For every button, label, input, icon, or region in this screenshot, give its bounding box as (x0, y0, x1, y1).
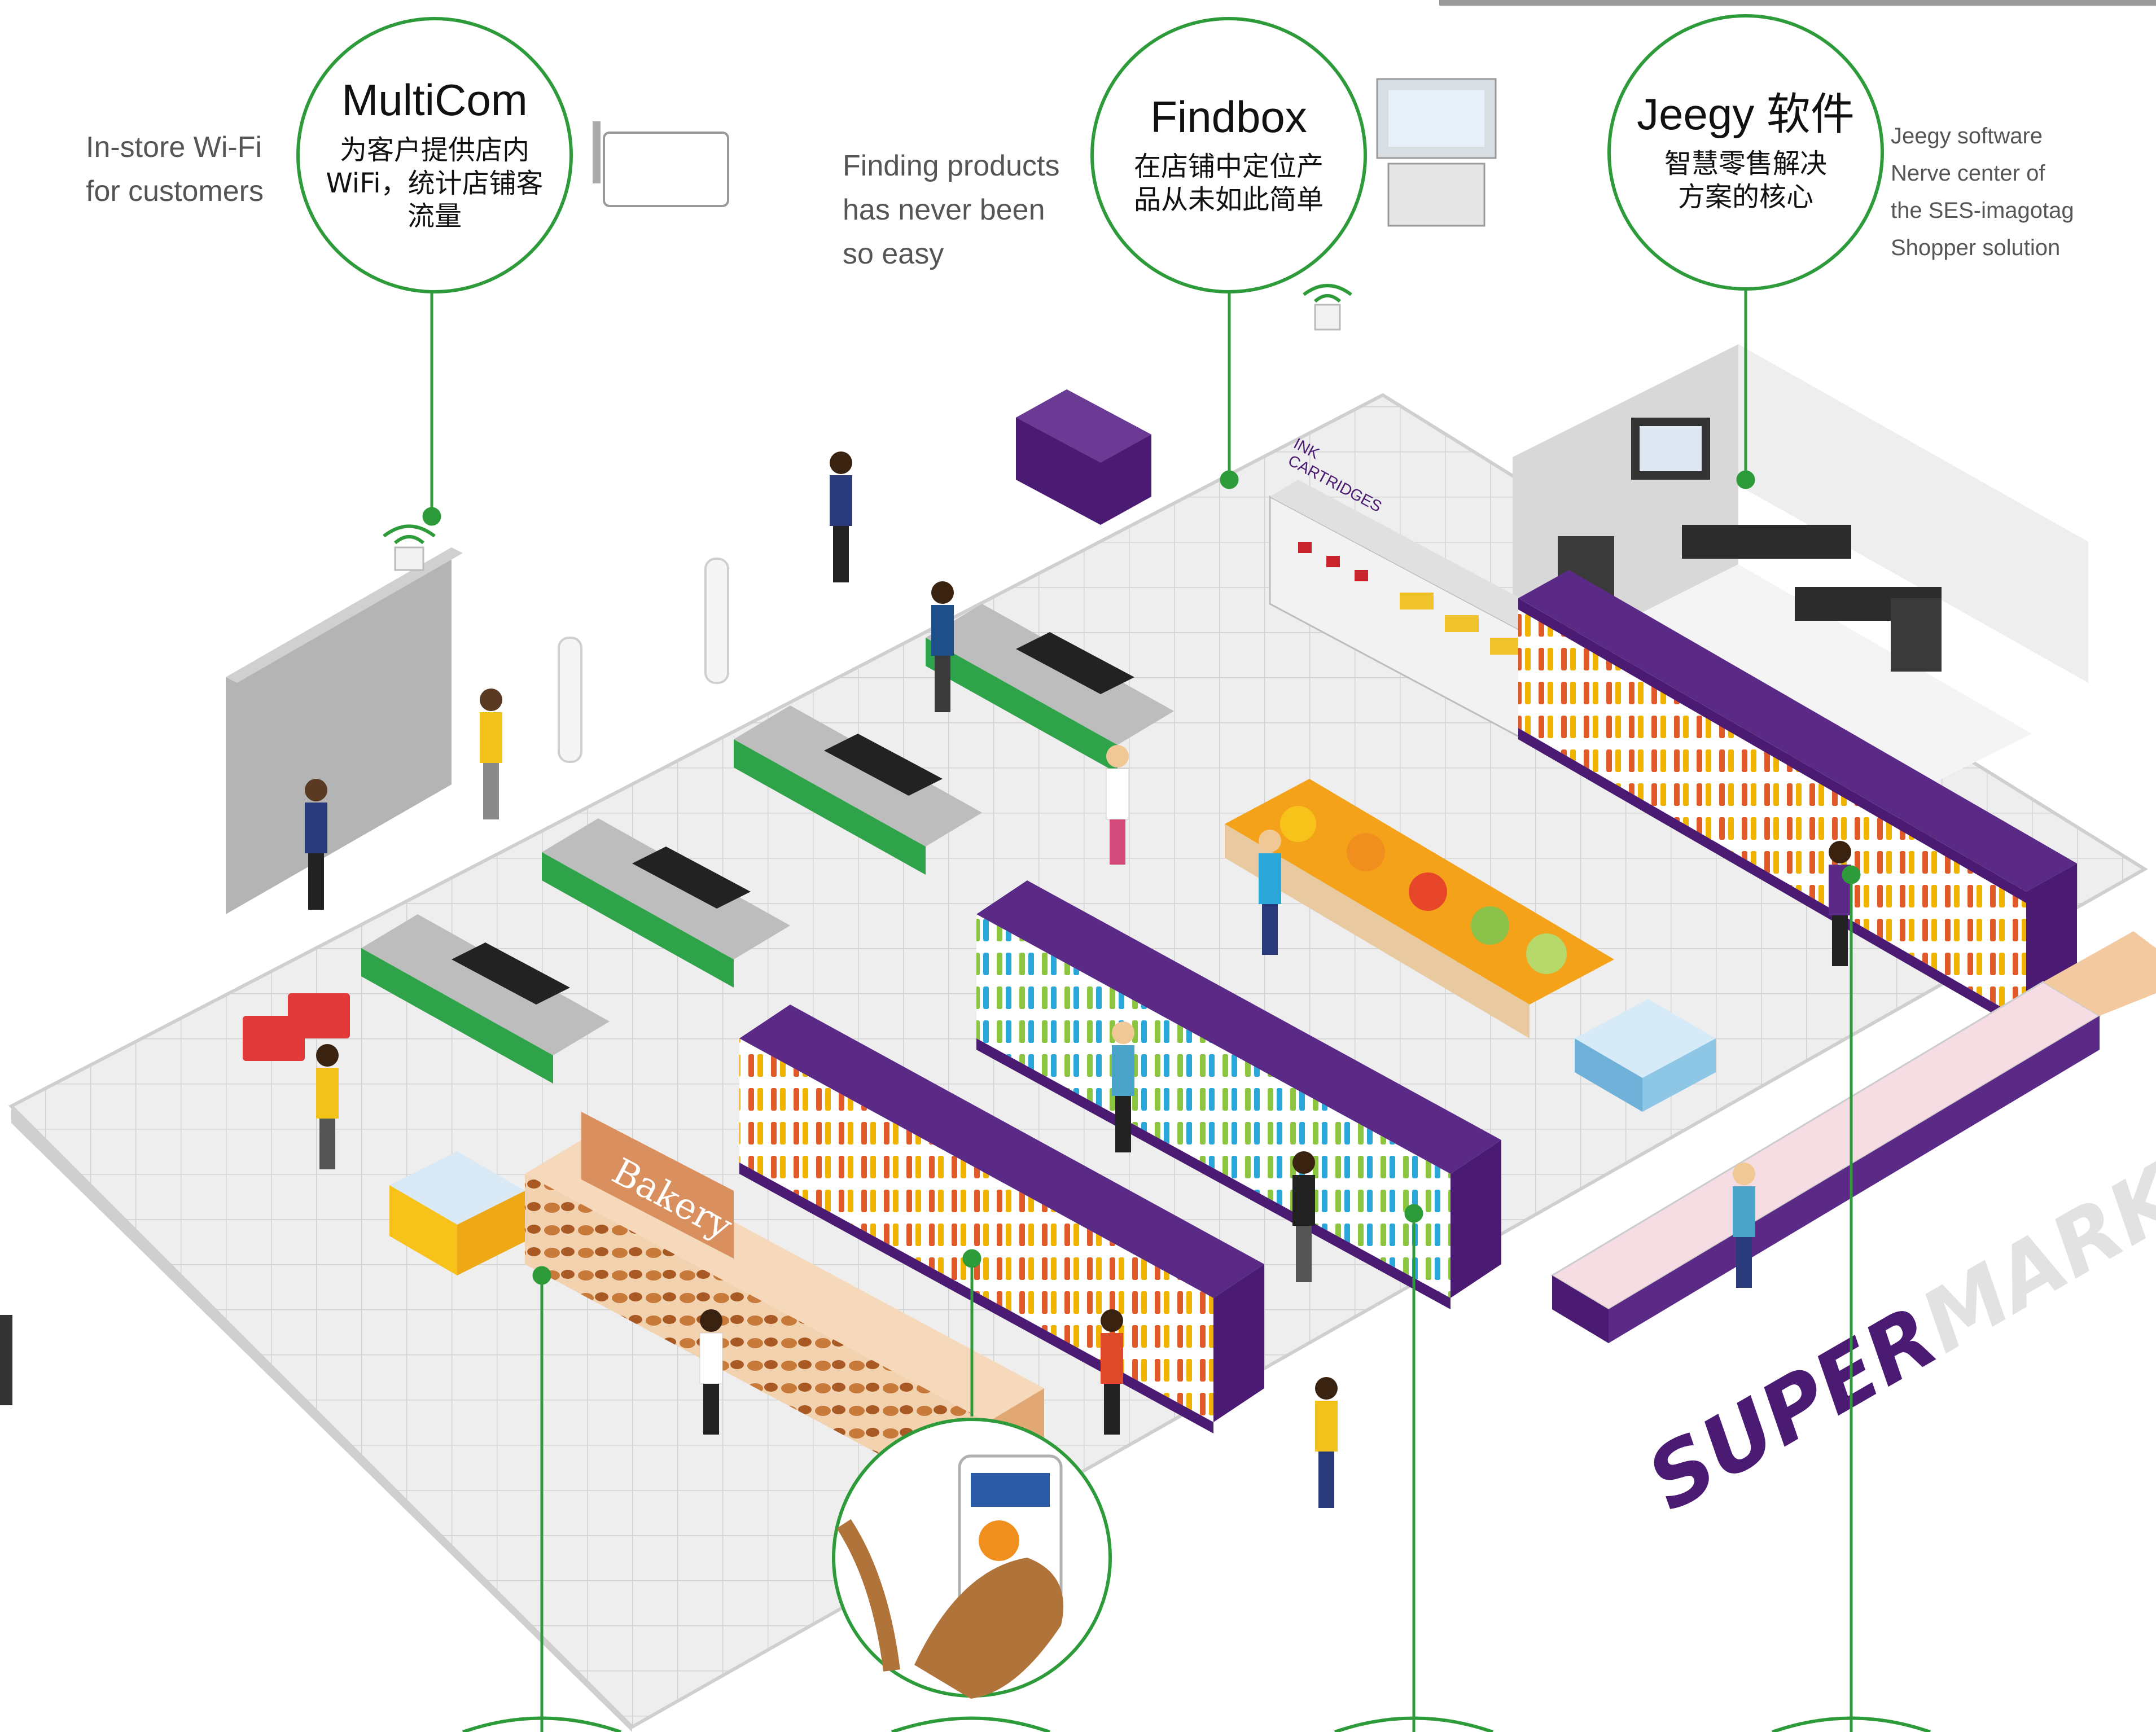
findbox-kiosk (1376, 78, 1497, 227)
multicom-device (593, 121, 729, 207)
findbox-side-text: Finding products has never been so easy (843, 144, 1059, 276)
multicom-desc-line2: WiFi，统计店铺客 (326, 167, 544, 199)
basket-stack (243, 993, 350, 1061)
multicom-callout: MultiCom 为客户提供店内 WiFi，统计店铺客 流量 (296, 17, 573, 293)
multicom-desc-line1: 为客户提供店内 (339, 134, 529, 166)
office-desk (1682, 525, 1851, 559)
fridge-front (739, 1005, 1264, 1433)
left-edge-bar (0, 1315, 12, 1405)
checkout-lane-3 (734, 705, 982, 875)
multicom-side-line2: for customers (86, 175, 264, 208)
floor-logo-bold: SUPER (1632, 1288, 1953, 1531)
jeegy-desc-line1: 智慧零售解决 (1664, 148, 1827, 180)
bottom-callout-arcs (462, 1716, 1931, 1732)
jeegy-side-text: Jeegy software Nerve center of the SES-i… (1891, 117, 2074, 266)
fridge-right-long (1518, 570, 2077, 1033)
jeegy-callout: Jeegy 软件 智慧零售解决 方案的核心 (1607, 14, 1884, 291)
deli-counter (1550, 931, 2156, 1343)
shoppers (305, 451, 1851, 1508)
findbox-desc-line1: 在店铺中定位产 (1133, 151, 1324, 183)
mobile-app-callout (832, 1418, 1112, 1699)
multicom-side-text: In-store Wi-Fi for customers (86, 125, 264, 213)
fridge-middle (976, 880, 1501, 1309)
security-gates (558, 558, 729, 763)
findbox-side-line1: Finding products (843, 150, 1060, 182)
left-wall (226, 547, 452, 914)
top-divider (1439, 0, 2156, 6)
office-wall-back (1738, 344, 2088, 683)
bakery-counter: Bakery (525, 1112, 1044, 1512)
findbox-side-line3: so easy (843, 238, 944, 270)
floor-edge (11, 1106, 632, 1732)
jeegy-side-line2: Nerve center of (1891, 161, 2045, 186)
jeegy-side-line3: the SES-imagotag (1891, 198, 2074, 223)
jeegy-desc-line2: 方案的核心 (1677, 181, 1813, 213)
multicom-desc-line3: 流量 (407, 200, 462, 233)
jeegy-side-line4: Shopper solution (1891, 235, 2061, 260)
findbox-callout: Findbox 在店铺中定位产 品从未如此简单 (1090, 17, 1367, 293)
multicom-side-line1: In-store Wi-Fi (86, 131, 262, 164)
wifi-router-left (383, 524, 436, 571)
checkout-lane-1 (361, 914, 610, 1084)
produce-island (1225, 779, 1614, 1038)
findbox-title: Findbox (1150, 91, 1307, 142)
checkout-lane-2 (542, 818, 790, 988)
callout-connectors (422, 289, 1861, 1732)
findbox-side-line2: has never been (843, 194, 1045, 226)
jeegy-title: Jeegy 软件 (1637, 89, 1855, 139)
jeegy-side-line1: Jeegy software (1891, 124, 2043, 148)
checkout-lane-4 (926, 604, 1174, 773)
freezer (1575, 999, 1716, 1112)
bakery-sign-board (581, 1112, 734, 1259)
multicom-title: MultiCom (341, 75, 528, 125)
findbox-desc-line2: 品从未如此简单 (1133, 183, 1324, 216)
bakery-freezer (389, 1151, 525, 1275)
wifi-router-findbox (1303, 284, 1352, 331)
